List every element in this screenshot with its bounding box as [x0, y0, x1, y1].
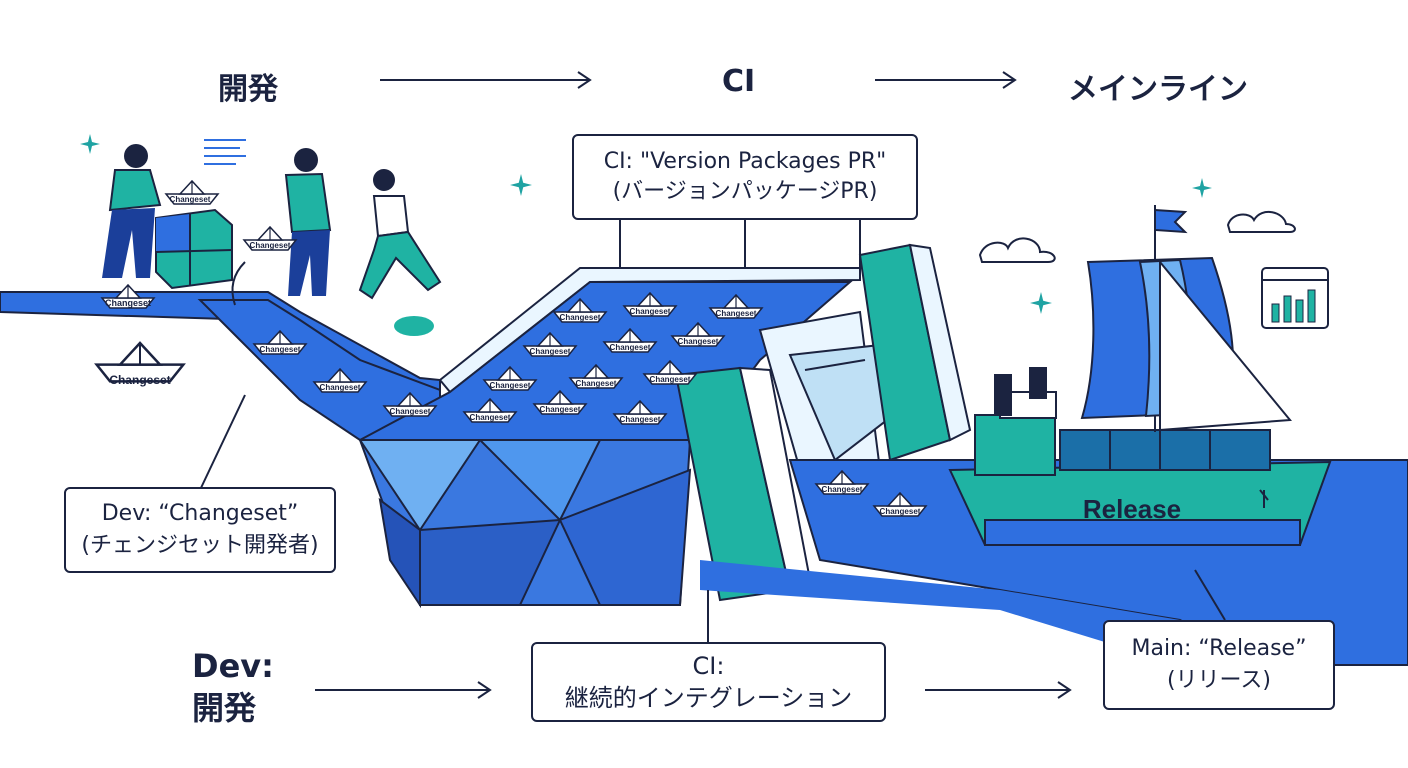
sparkle-icon	[1030, 292, 1052, 314]
dev-bottom-label: Dev: 開発	[192, 645, 274, 729]
boat-label: Changeset	[109, 373, 170, 387]
release-ship	[948, 205, 1332, 546]
sign-posts	[619, 220, 861, 268]
ci-integration-label: CI: 継続的インテグレーション	[531, 642, 886, 722]
dev-bottom-line-2: 開発	[192, 689, 257, 727]
dev-changeset-label: Dev: “Changeset” (チェンジセット開発者)	[64, 487, 336, 573]
leader-lines	[199, 261, 1226, 642]
boat-label: Changeset	[170, 195, 211, 204]
developers-group	[102, 144, 442, 336]
sign-line-2: (バージョンパッケージPR)	[612, 179, 878, 204]
main-release-line-1: Main: “Release”	[1131, 636, 1307, 661]
boat-label: Changeset	[576, 379, 617, 388]
boat-label: Changeset	[678, 337, 719, 346]
ci-integration-line-2: 継続的インテグレーション	[564, 684, 853, 712]
dam-gate	[674, 243, 972, 602]
boat-label: Changeset	[320, 383, 361, 392]
boat-label: Changeset	[560, 313, 601, 322]
boat-label: Changeset	[530, 347, 571, 356]
cloud-icon	[978, 237, 1056, 263]
main-release-label: Main: “Release” (リリース)	[1103, 620, 1335, 710]
rock-cliff	[358, 439, 692, 609]
sparkle-icon	[1192, 178, 1212, 198]
boat-label: Changeset	[630, 307, 671, 316]
header-arrows	[380, 71, 1017, 89]
boat-label: Changeset	[822, 485, 863, 494]
main-release-line-2: (リリース)	[1166, 668, 1272, 693]
ci-integration-line-1: CI:	[692, 652, 725, 680]
boat-label: Changeset	[650, 375, 691, 384]
stage-title-mainline: メインライン	[1068, 72, 1248, 107]
ship-hull-label: Release	[1083, 494, 1181, 524]
sign-line-1: CI: "Version Packages PR"	[603, 149, 887, 174]
boat-label: Changeset	[260, 345, 301, 354]
ci-version-packages-sign: CI: "Version Packages PR" (バージョンパッケージPR)	[572, 134, 918, 220]
sparkle-icon	[510, 174, 532, 196]
dev-changeset-line-1: Dev: “Changeset”	[101, 501, 299, 526]
rock-mound	[394, 316, 434, 336]
dev-bottom-line-1: Dev:	[192, 647, 274, 685]
boat-label: Changeset	[105, 298, 151, 308]
boat-label: Changeset	[716, 309, 757, 318]
dev-changeset-line-2: (チェンジセット開発者)	[81, 533, 319, 558]
boat-labels: Changeset Changeset Changeset Changeset …	[105, 195, 921, 516]
sparkle-icon	[80, 134, 100, 154]
boat-label: Changeset	[540, 405, 581, 414]
boat-label: Changeset	[490, 381, 531, 390]
boat-label: Changeset	[470, 413, 511, 422]
motion-lines	[204, 139, 246, 165]
boat-label: Changeset	[620, 415, 661, 424]
stage-title-ci: CI	[722, 64, 756, 99]
boat-label: Changeset	[880, 507, 921, 516]
bottom-arrows	[315, 681, 1072, 699]
boat-label: Changeset	[390, 407, 431, 416]
boat-label: Changeset	[610, 343, 651, 352]
chart-window-icon	[1261, 267, 1329, 329]
stage-title-dev: 開発	[218, 72, 278, 107]
boat-label: Changeset	[250, 241, 291, 250]
cloud-icon	[1226, 210, 1296, 233]
